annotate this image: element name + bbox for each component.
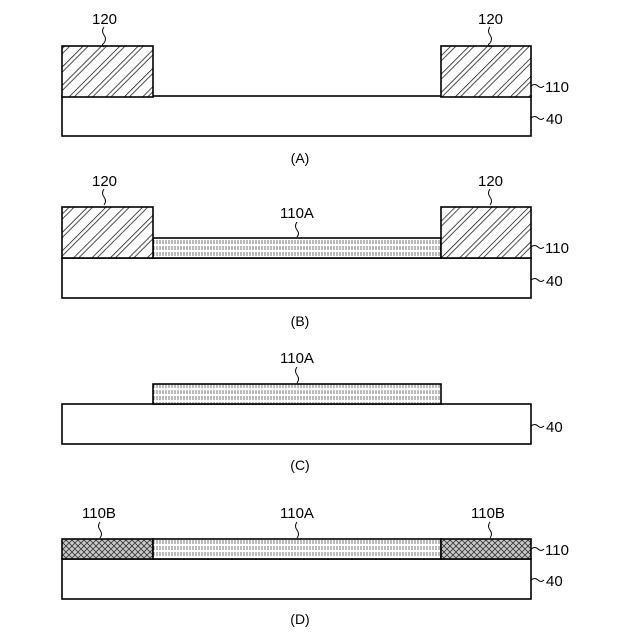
caption-c: (C): [290, 457, 309, 473]
leader-110a: [296, 222, 299, 237]
panel-c: 110A 40 (C): [62, 350, 563, 473]
mask-120-right: [441, 207, 531, 258]
layer-110a: [153, 238, 441, 258]
panel-a: 120 120 110 40 (A): [62, 11, 569, 166]
leader-110: [531, 548, 544, 551]
mask-120-left: [62, 46, 153, 97]
label-110b-right: 110B: [471, 505, 505, 522]
label-40: 40: [546, 111, 563, 128]
panel-b: 120 120 110A 110 40 (B): [62, 173, 569, 329]
leader-40: [531, 579, 544, 582]
label-40: 40: [546, 273, 563, 290]
substrate-40: [62, 96, 531, 136]
leader-110: [531, 85, 544, 88]
caption-d: (D): [290, 611, 309, 627]
caption-a: (A): [291, 150, 310, 166]
mask-120-right: [441, 46, 531, 97]
panel-d: 110B 110A 110B 110 40 (D): [62, 505, 569, 627]
leader-40: [531, 279, 544, 282]
label-40: 40: [546, 419, 563, 436]
leader-120-left: [103, 27, 106, 47]
leader-110b-left: [99, 522, 102, 538]
substrate-40: [62, 258, 531, 298]
label-110: 110: [545, 542, 569, 559]
leader-110a: [296, 367, 299, 383]
layer-110a: [153, 539, 441, 559]
mask-120-left: [62, 207, 153, 258]
label-110: 110: [545, 79, 569, 96]
caption-b: (B): [291, 313, 310, 329]
leader-40: [531, 425, 544, 428]
label-110a: 110A: [280, 205, 314, 222]
substrate-40: [62, 559, 531, 599]
label-110b-left: 110B: [82, 505, 116, 522]
label-120-left: 120: [92, 173, 117, 190]
label-40: 40: [546, 573, 563, 590]
label-110a: 110A: [280, 350, 314, 367]
leader-110b-right: [489, 522, 492, 538]
label-120-left: 120: [92, 11, 117, 28]
layer-110b-right: [441, 539, 531, 559]
leader-120-left: [103, 189, 106, 205]
leader-40: [531, 117, 544, 120]
substrate-40: [62, 404, 531, 444]
label-110: 110: [545, 240, 569, 257]
label-110a: 110A: [280, 505, 314, 522]
layer-110a: [153, 384, 441, 404]
leader-110a: [296, 522, 299, 538]
leader-110: [531, 246, 544, 249]
label-120-right: 120: [478, 11, 503, 28]
leader-120-right: [489, 27, 492, 47]
label-120-right: 120: [478, 173, 503, 190]
layer-110b-left: [62, 539, 153, 559]
leader-120-right: [489, 189, 492, 205]
